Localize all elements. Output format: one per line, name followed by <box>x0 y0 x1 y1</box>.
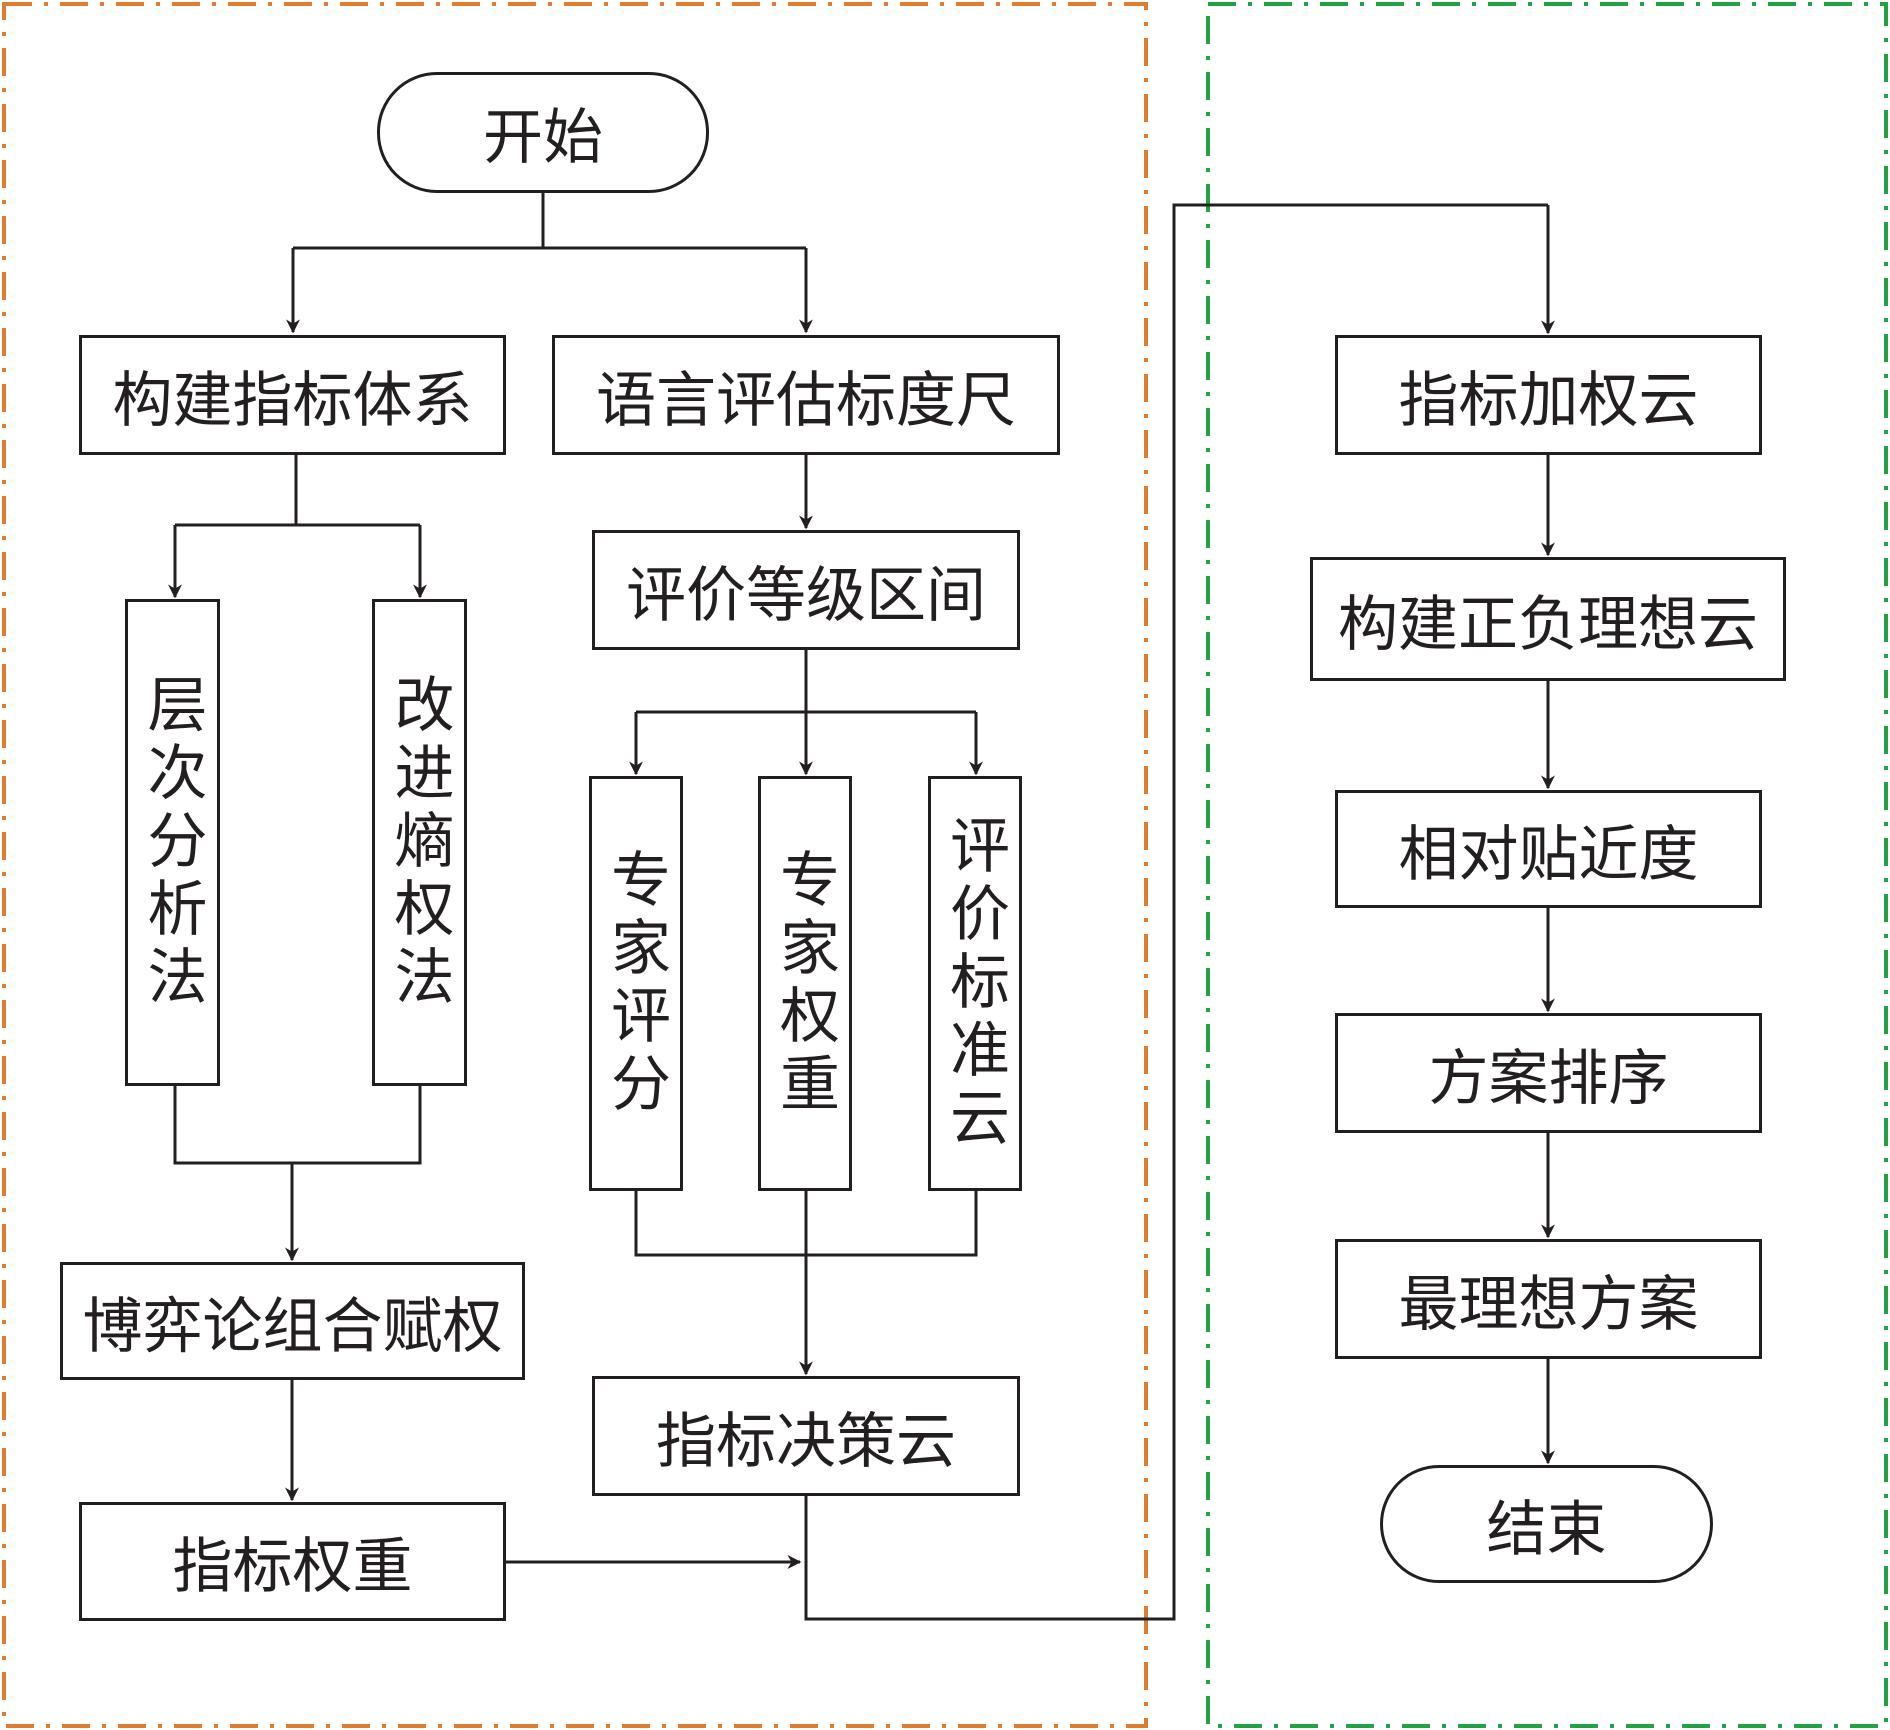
game-theory-weighting-box: 博弈论组合赋权 <box>60 1262 525 1380</box>
index-decision-cloud-box: 指标决策云 <box>592 1376 1020 1496</box>
expert-score-box: 专家评分 <box>589 776 683 1191</box>
connector-decision-to-right <box>804 203 1548 1621</box>
language-scale-box: 语言评估标度尺 <box>552 335 1060 455</box>
best-scheme-box: 最理想方案 <box>1335 1239 1762 1359</box>
index-weight-box: 指标权重 <box>79 1502 506 1621</box>
improved-entropy-box: 改进熵权法 <box>372 599 467 1086</box>
connector-weights-merge <box>173 1085 422 1165</box>
relative-closeness-box: 相对贴近度 <box>1335 790 1762 908</box>
scheme-ranking-box: 方案排序 <box>1335 1013 1762 1133</box>
evaluation-standard-cloud-box: 评价标准云 <box>928 776 1022 1191</box>
left-region-border <box>2 2 1148 1728</box>
evaluation-interval-box: 评价等级区间 <box>592 530 1020 650</box>
end-node: 结束 <box>1380 1465 1713 1583</box>
start-node: 开始 <box>377 72 709 193</box>
ideal-clouds-box: 构建正负理想云 <box>1310 557 1786 681</box>
right-region-border <box>1206 2 1888 1728</box>
ahp-box: 层次分析法 <box>125 599 220 1086</box>
build-index-system-box: 构建指标体系 <box>79 335 506 455</box>
expert-weight-box: 专家权重 <box>758 776 852 1191</box>
weighted-index-cloud-box: 指标加权云 <box>1335 335 1762 455</box>
